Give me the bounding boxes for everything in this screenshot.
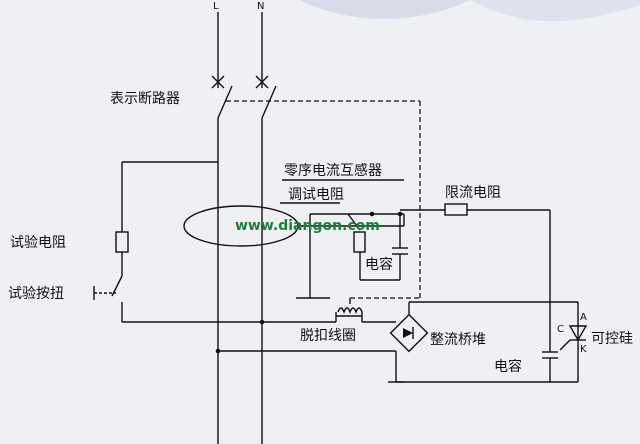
label-zct: 零序电流互感器: [284, 162, 382, 179]
limit-resistor: [444, 203, 468, 216]
label-breaker: 表示断路器: [110, 91, 180, 107]
test-circuit: [93, 161, 262, 323]
label-anode: A: [580, 312, 587, 323]
trip-coil: [215, 298, 396, 354]
rectifier-bridge: [218, 301, 579, 383]
label-capacitor-1: 电容: [365, 256, 393, 273]
label-capacitor-2: 电容: [494, 358, 522, 375]
labels: L N 表示断路器 零序电流互感器 调试电阻 电容 限流电阻 试验电阻 试验按扭…: [8, 1, 633, 375]
main-lines: [211, 12, 421, 444]
label-cathode: K: [580, 344, 587, 355]
label-adjust-resistor: 调试电阻: [288, 187, 344, 203]
label-gate: C: [557, 324, 564, 335]
label-L: L: [213, 1, 219, 12]
limit-branch: [400, 203, 558, 382]
label-N: N: [257, 1, 264, 12]
label-trip-coil: 脱扣线圈: [300, 328, 356, 344]
label-test-button: 试验按扭: [8, 286, 64, 302]
label-rectifier: 整流桥堆: [430, 332, 486, 348]
watermark: www.diangon.com: [235, 218, 380, 234]
background-decoration: [300, 0, 640, 22]
label-limit-resistor: 限流电阻: [445, 185, 501, 201]
test-resistor: [115, 231, 129, 253]
scr: [559, 325, 588, 351]
label-test-resistor: 试验电阻: [10, 235, 66, 251]
adjust-resistor: [353, 231, 366, 253]
zct: [183, 179, 408, 299]
label-scr: 可控硅: [591, 331, 633, 347]
